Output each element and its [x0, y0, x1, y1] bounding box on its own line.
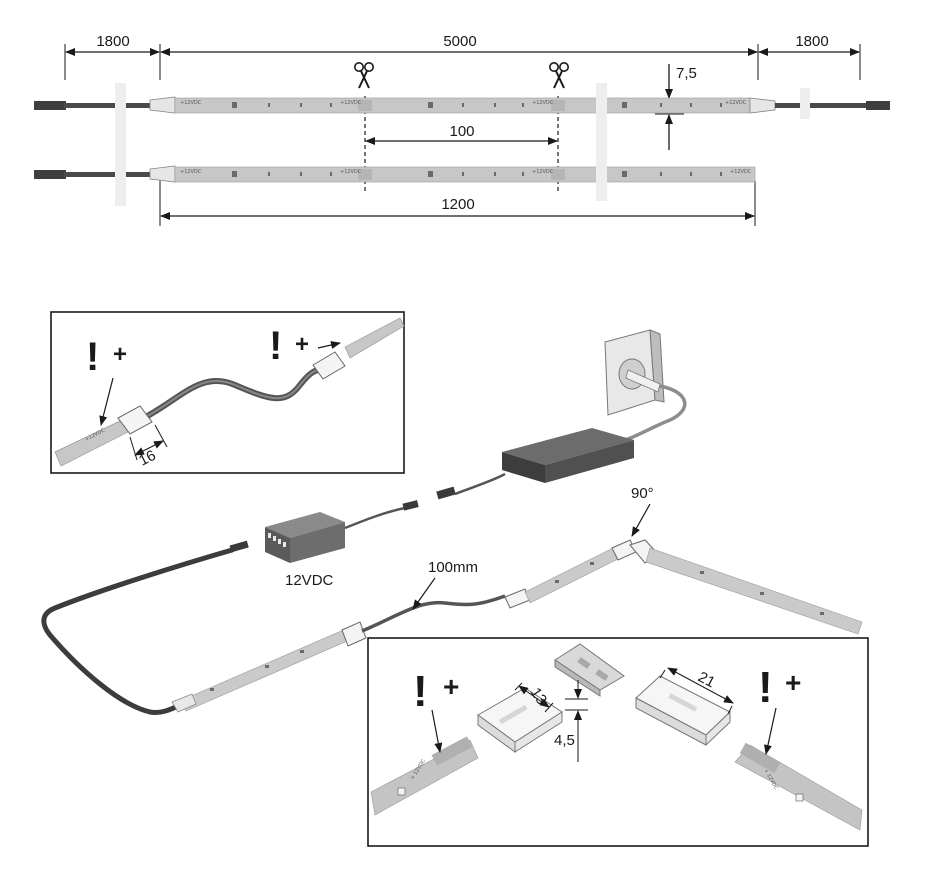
right-lead-dimension: 1800	[795, 33, 828, 50]
scissors-icon	[548, 61, 570, 89]
strip-print: +12VDC	[725, 100, 747, 106]
left-lead-dimension: 1800	[96, 33, 129, 50]
wall-socket-icon	[604, 329, 665, 416]
plus-sign: +	[295, 331, 309, 358]
wiring-overview: 12VDC 90° 100mm	[41, 329, 863, 715]
strip-length-dimension: 5000	[443, 33, 476, 50]
strip-print: +12VDC	[730, 169, 752, 175]
cable-length-label: 100mm	[428, 559, 478, 576]
strip-print: +12VDC	[340, 169, 362, 175]
strip-print: +12VDC	[532, 169, 554, 175]
clip-length-dimension: 21	[695, 669, 718, 692]
left-clip-connector	[477, 687, 563, 753]
scissors-icon	[353, 61, 375, 89]
short-strip-dimension: 1200	[441, 196, 474, 213]
distributor-box	[265, 512, 345, 563]
connector-length-dimension: 16	[136, 447, 159, 470]
driver-voltage-label: 12VDC	[285, 572, 334, 589]
short-led-strip: +12VDC +12VDC +12VDC +12VDC	[34, 165, 756, 183]
warning-icon: !	[86, 335, 99, 379]
corner-angle-label: 90°	[631, 485, 654, 502]
right-clip-connector	[635, 675, 731, 747]
long-led-strip: +12VDC +12VDC +12VDC +12VDC	[34, 96, 890, 114]
extension-cable-inset: +12VDC ! + ! + 16	[50, 311, 405, 474]
plus-sign: +	[443, 671, 459, 702]
strip-print: +12VDC	[340, 100, 362, 106]
break-marks	[115, 83, 810, 206]
plus-sign: +	[113, 341, 127, 368]
strip-dimension-drawing: 1800 5000 1800 7,5 100 1200	[34, 33, 890, 226]
power-driver	[502, 428, 634, 483]
clip-width-dimension: 13	[527, 685, 550, 708]
cut-interval-dimension: 100	[449, 123, 474, 140]
dimension-arrows	[65, 48, 860, 220]
strip-print: +12VDC	[180, 100, 202, 106]
strip-print: +12VDC	[532, 100, 554, 106]
warning-icon: !	[269, 324, 282, 368]
corner-piece	[554, 643, 625, 697]
plus-sign: +	[785, 667, 801, 698]
warning-icon: !	[413, 667, 428, 716]
gap-dimension: 4,5	[554, 732, 575, 749]
thickness-dimension: 7,5	[676, 65, 697, 82]
warning-icon: !	[758, 663, 773, 712]
corner-connector-inset: + 12VDC + 12VDC ! + !	[367, 637, 869, 847]
strip-print: +12VDC	[180, 169, 202, 175]
